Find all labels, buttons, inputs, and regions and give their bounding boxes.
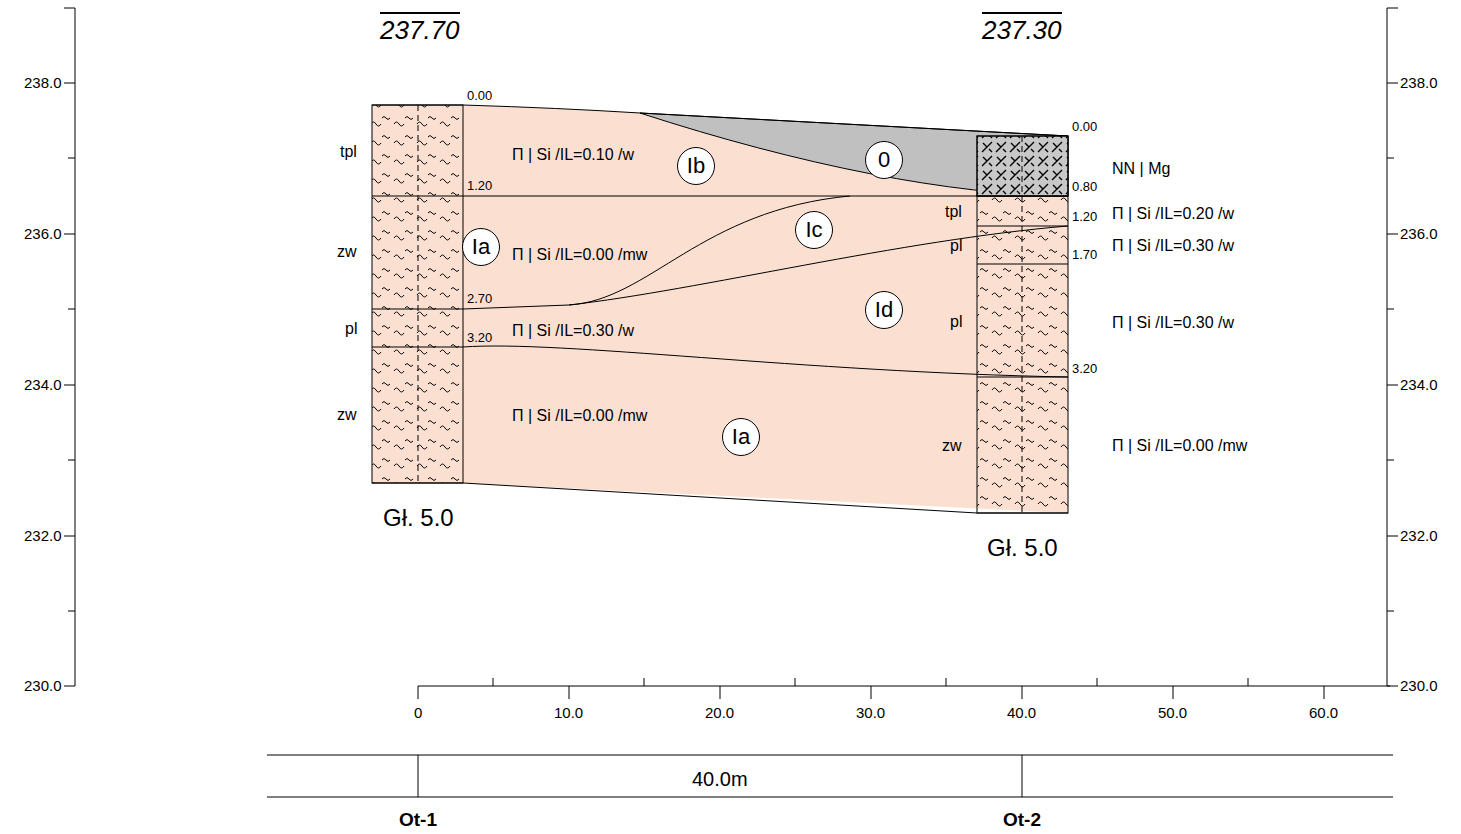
strat-code: tpl xyxy=(945,203,962,221)
axis-tick: 50.0 xyxy=(1158,705,1187,722)
borehole-name: Ot-2 xyxy=(1003,810,1041,831)
column-axis xyxy=(1022,136,1023,513)
axis-tick: 238.0 xyxy=(24,75,62,92)
axis-tick: 234.0 xyxy=(24,377,62,394)
strat-code: pl xyxy=(950,313,962,331)
distance-bar xyxy=(267,755,1393,797)
axis-tick: 238.0 xyxy=(1400,75,1438,92)
layer-boundaries xyxy=(372,105,1068,513)
distance-label: 40.0m xyxy=(692,768,748,790)
column-axis xyxy=(418,105,419,483)
soil-description: Π | Si /IL=0.30 /w xyxy=(510,322,636,340)
depth-value: 2.70 xyxy=(467,292,492,306)
depth-value: 1.20 xyxy=(467,179,492,193)
axis-tick: 30.0 xyxy=(856,705,885,722)
layer-callout: Id xyxy=(865,291,903,329)
layer-callout: Ib xyxy=(677,147,715,185)
strat-code: zw xyxy=(337,243,357,261)
axis-tick: 230.0 xyxy=(1400,678,1438,695)
depth-value: 0.00 xyxy=(1072,120,1097,134)
strat-code: tpl xyxy=(340,143,357,161)
elevation-value: 237.70 xyxy=(380,12,460,45)
axis-tick: 236.0 xyxy=(1400,226,1438,243)
axis-tick: 10.0 xyxy=(554,705,583,722)
axis-tick: 236.0 xyxy=(24,226,62,243)
layer-callout: Ic xyxy=(795,211,833,249)
column-boundaries xyxy=(977,226,1068,377)
axis-tick: 0 xyxy=(414,705,422,722)
strat-code: zw xyxy=(942,437,962,455)
borehole-column xyxy=(372,105,463,483)
strat-code: pl xyxy=(950,237,962,255)
soil-description: Π | Si /IL=0.00 /mw xyxy=(510,246,649,264)
callout-number: Id xyxy=(875,299,893,321)
depth-total: Gł. 5.0 xyxy=(987,535,1058,561)
depth-value: 1.70 xyxy=(1072,248,1097,262)
depth-value: 1.20 xyxy=(1072,210,1097,224)
depth-value: 3.20 xyxy=(1072,362,1097,376)
axis-tick: 232.0 xyxy=(24,528,62,545)
axis-tick: 60.0 xyxy=(1309,705,1338,722)
callout-number: 0 xyxy=(878,149,890,171)
axis-tick: 40.0 xyxy=(1007,705,1036,722)
callout-number: Ia xyxy=(472,236,490,258)
borehole-name: Ot-1 xyxy=(399,810,437,831)
depth-value: 0.00 xyxy=(467,89,492,103)
layer-callout: Ia xyxy=(462,228,500,266)
axis-tick: 20.0 xyxy=(705,705,734,722)
soil-description: Π | Si /IL=0.00 /mw xyxy=(510,407,649,425)
callout-number: Ia xyxy=(732,426,750,448)
borehole-column xyxy=(977,196,1068,513)
callout-number: Ib xyxy=(687,155,705,177)
depth-value: 3.20 xyxy=(467,331,492,345)
strat-code: pl xyxy=(345,320,357,338)
callout-number: Ic xyxy=(805,219,822,241)
soil-description: Π | Si /IL=0.30 /w xyxy=(1112,314,1234,332)
soil-description: Π | Si /IL=0.00 /mw xyxy=(1112,437,1247,455)
depth-value: 0.80 xyxy=(1072,180,1097,194)
axis-tick: 230.0 xyxy=(24,678,62,695)
soil-description: NN | Mg xyxy=(1112,160,1170,178)
soil-description: Π | Si /IL=0.20 /w xyxy=(1112,205,1234,223)
elevation-axis xyxy=(64,8,1398,686)
soil-fill xyxy=(372,105,1068,513)
depth-total: Gł. 5.0 xyxy=(383,505,454,531)
distance-axis xyxy=(418,678,1390,699)
soil-description: Π | Si /IL=0.30 /w xyxy=(1112,237,1234,255)
axis-tick: 234.0 xyxy=(1400,377,1438,394)
axis-tick: 232.0 xyxy=(1400,528,1438,545)
strat-code: zw xyxy=(337,406,357,424)
layer-callout: 0 xyxy=(865,141,903,179)
layer-callout: Ia xyxy=(722,418,760,456)
soil-description: Π | Si /IL=0.10 /w xyxy=(510,146,636,164)
elevation-value: 237.30 xyxy=(982,12,1062,45)
fill-layer xyxy=(640,113,1068,196)
